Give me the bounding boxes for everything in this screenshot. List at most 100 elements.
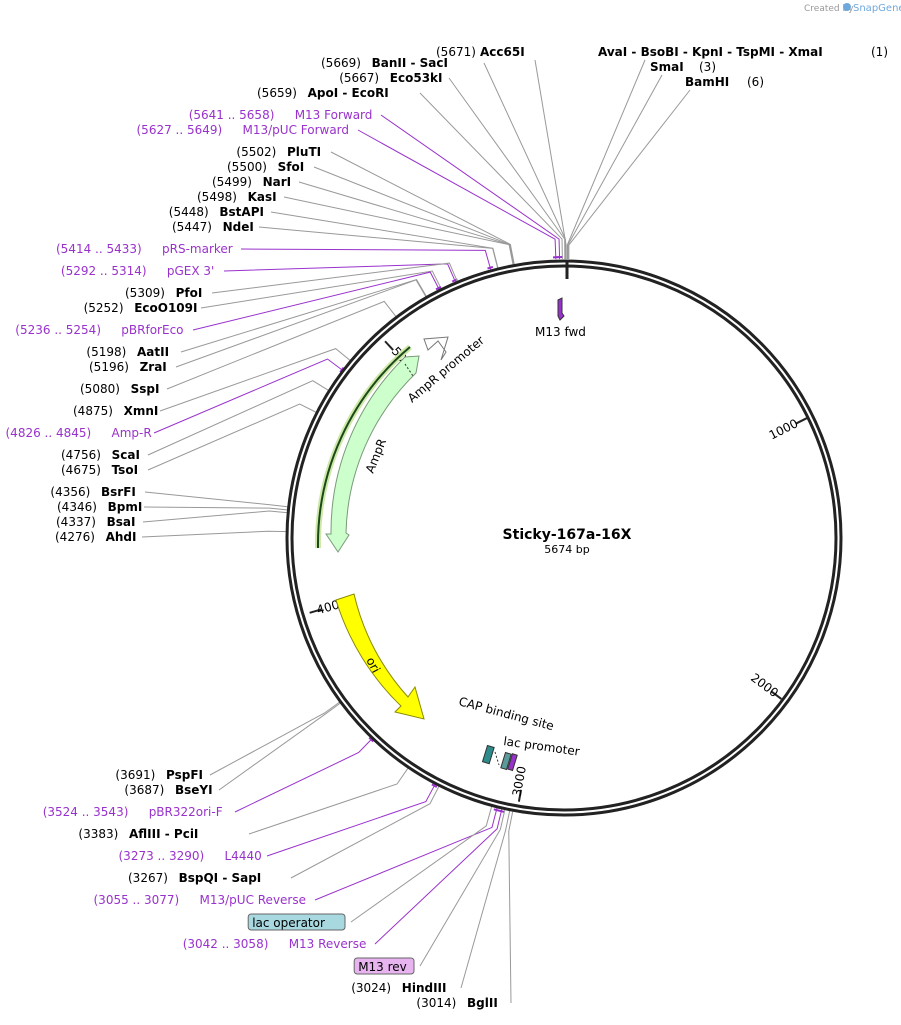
leader-line	[175, 279, 427, 368]
primer-site-mark	[431, 783, 438, 788]
site-position: (3383)	[78, 827, 118, 841]
enzyme-name: TsoI	[112, 463, 138, 477]
site-position: (5671)	[436, 45, 476, 59]
primer-name: M13/pUC Reverse	[200, 893, 307, 907]
site-label[interactable]: NarI(5499)	[212, 175, 291, 189]
site-label[interactable]: BpmI(4346)	[57, 500, 142, 514]
site-label[interactable]: pRS-marker (5414 .. 5433)	[56, 242, 233, 256]
site-label-top[interactable]: BamHI(6)	[685, 75, 764, 89]
site-label[interactable]: ApoI - EcoRI(5659)	[257, 86, 389, 100]
feature-cap-binding-site[interactable]	[481, 744, 495, 765]
feature-ampr-promoter[interactable]	[423, 336, 449, 361]
site-position: (4875)	[73, 404, 113, 418]
enzyme-name: XmnI	[124, 404, 159, 418]
site-label[interactable]: Eco53kI(5667)	[339, 71, 442, 85]
site-label-top[interactable]: AvaI - BsoBI - KpnI - TspMI - XmaI(1)	[598, 45, 888, 59]
primer-name: M13 Forward	[295, 108, 373, 122]
tick-mark	[309, 608, 322, 614]
site-position: (4346)	[57, 500, 97, 514]
site-position: (3273 .. 3290)	[119, 849, 205, 863]
site-label[interactable]: KasI(5498)	[197, 190, 277, 204]
site-position: (5198)	[86, 345, 126, 359]
site-label[interactable]: BseYI(3687)	[124, 783, 212, 797]
feature-m13-fwd[interactable]	[557, 297, 565, 321]
site-label[interactable]: pGEX 3'(5292 .. 5314)	[61, 264, 214, 278]
site-label[interactable]: M13/pUC Forward(5627 .. 5649)	[137, 123, 350, 137]
primer-name: pRS-marker	[162, 242, 233, 256]
ampr-dashed	[404, 363, 414, 377]
site-labels: (5671)Acc65I AvaI - BsoBI - KpnI - TspMI …	[6, 45, 889, 1010]
site-label[interactable]: NdeI(5447)	[172, 220, 254, 234]
site-position: (4337)	[56, 515, 96, 529]
feature-ori[interactable]	[335, 593, 425, 720]
site-position: (1)	[871, 45, 888, 59]
enzyme-name: BglII	[467, 996, 498, 1010]
enzyme-name: AatII	[137, 345, 169, 359]
site-label[interactable]: M13/pUC Reverse (3055 .. 3077)	[94, 893, 307, 907]
site-label[interactable]: PfoI(5309)	[125, 286, 202, 300]
site-position: (3687)	[124, 783, 164, 797]
site-position: (3055 .. 3077)	[94, 893, 180, 907]
site-label[interactable]: HindIII(3024)	[351, 981, 446, 995]
enzyme-name: EcoO109I	[134, 301, 197, 315]
label-ori: ori	[363, 655, 383, 675]
leader-line	[234, 737, 373, 813]
leader-line	[566, 59, 646, 246]
site-label[interactable]: XmnI (4875)	[73, 404, 158, 418]
leader-line	[258, 226, 499, 268]
site-label[interactable]: BglII(3014)	[416, 996, 497, 1010]
site-label-top[interactable]: (5671)Acc65I	[436, 45, 525, 59]
site-label[interactable]: AhdI(4276)	[55, 530, 136, 544]
site-label[interactable]: ZraI(5196)	[89, 360, 167, 374]
site-label[interactable]: BspQI - SapI(3267)	[128, 871, 261, 885]
label-cap-binding-site: CAP binding site	[457, 694, 555, 733]
site-label[interactable]: SspI(5080)	[80, 382, 159, 396]
label-m13-fwd: M13 fwd	[535, 325, 586, 339]
site-label[interactable]: BanII - SacI(5669)	[321, 56, 448, 70]
site-label[interactable]: AflIII - PciI(3383)	[78, 827, 198, 841]
enzyme-name: BsrFI	[101, 485, 136, 499]
site-position: (5627 .. 5649)	[137, 123, 223, 137]
site-label[interactable]: M13 Reverse(3042 .. 3058)	[183, 937, 367, 951]
site-label[interactable]: M13 rev	[353, 957, 415, 975]
site-label[interactable]: PspFI(3691)	[115, 768, 203, 782]
features	[314, 297, 565, 772]
site-position: (5498)	[197, 190, 237, 204]
site-label[interactable]: EcoO109I(5252)	[84, 301, 198, 315]
leader-line	[314, 807, 498, 901]
leader-line	[142, 510, 290, 523]
feature-lac-promoter[interactable]	[500, 751, 512, 771]
primer-site-mark	[368, 736, 374, 743]
site-label[interactable]: pBR322ori-F(3524 .. 3543)	[43, 805, 223, 819]
feature-ampr[interactable]	[325, 355, 420, 553]
site-position: (5447)	[172, 220, 212, 234]
site-position: (4675)	[61, 463, 101, 477]
credit-brand: SnapGene	[853, 3, 901, 14]
site-position: (3)	[699, 60, 716, 74]
site-position: (5414 .. 5433)	[56, 242, 142, 256]
site-label[interactable]: lac operator	[247, 913, 346, 931]
leader-line	[534, 59, 567, 246]
site-label[interactable]: M13 Forward (5641 .. 5658)	[189, 108, 373, 122]
site-position: (5448)	[169, 205, 209, 219]
site-label[interactable]: Amp-R(4826 .. 4845)	[6, 426, 152, 440]
site-label[interactable]: SfoI(5500)	[227, 160, 304, 174]
enzyme-name: PspFI	[166, 768, 203, 782]
site-label[interactable]: BsrFI(4356)	[50, 485, 135, 499]
feature-lac-operator[interactable]	[507, 753, 518, 772]
site-label[interactable]: ScaI(4756)	[61, 448, 140, 462]
site-label-top[interactable]: SmaI(3)	[650, 60, 716, 74]
site-label[interactable]: BstAPI(5448)	[169, 205, 264, 219]
enzyme-name: BsaI	[107, 515, 136, 529]
site-label[interactable]: AatII (5198)	[86, 345, 169, 359]
site-label[interactable]: PluTI(5502)	[236, 145, 321, 159]
site-label[interactable]: L4440 (3273 .. 3290)	[119, 849, 262, 863]
site-label[interactable]: TsoI (4675)	[61, 463, 138, 477]
primer-name: L4440	[225, 849, 262, 863]
site-position: (5659)	[257, 86, 297, 100]
site-label[interactable]: pBRforEco(5236 .. 5254)	[15, 323, 183, 337]
site-position: (5641 .. 5658)	[189, 108, 275, 122]
leader-line	[248, 767, 409, 835]
site-label[interactable]: BsaI (4337)	[56, 515, 135, 529]
